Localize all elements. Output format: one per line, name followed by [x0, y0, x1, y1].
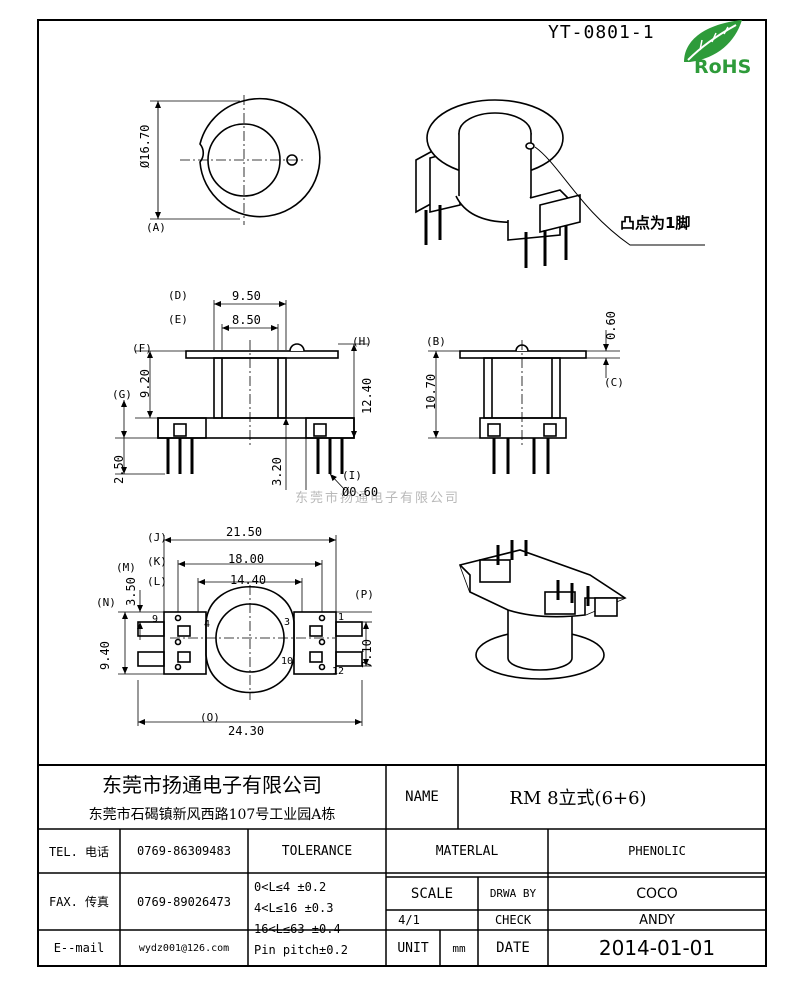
- ref-f: (F): [132, 342, 152, 355]
- ref-e: (E): [168, 313, 188, 326]
- check-label: CHECK: [494, 913, 532, 927]
- ref-m: (M): [116, 561, 136, 574]
- ref-o: (O): [200, 711, 220, 724]
- dim-h: 12.40: [360, 377, 374, 414]
- drawing-number: YT-0801-1: [548, 22, 655, 43]
- pin1-callout: 凸点为1脚: [620, 214, 691, 232]
- dim-k: 18.00: [228, 552, 265, 566]
- tel-label: TEL. 电话: [48, 844, 110, 859]
- ref-l: (L): [147, 575, 167, 588]
- tolerance-label: TOLERANCE: [281, 843, 353, 859]
- pin-label-4: 4: [204, 619, 211, 630]
- date-label: DATE: [496, 940, 530, 956]
- unit-label: UNIT: [397, 940, 429, 956]
- ref-a: (A): [146, 221, 166, 234]
- material-label: MATERLAL: [435, 843, 499, 859]
- tolerance-line-1: 0<L≤4 ±0.2: [254, 880, 327, 894]
- ref-n: (N): [96, 596, 116, 609]
- name-label: NAME: [405, 789, 439, 805]
- check-value: ANDY: [639, 912, 675, 928]
- dim-p: 7.10: [360, 639, 374, 668]
- drawn-by-label: DRWA BY: [489, 887, 537, 900]
- rohs-logo-text: RoHS: [694, 56, 752, 78]
- email-value[interactable]: wydz001@126.com: [138, 942, 230, 954]
- drawn-by-value: COCO: [636, 885, 678, 902]
- watermark: 东莞市扬通电子有限公司: [295, 491, 461, 506]
- unit-value: mm: [452, 941, 466, 955]
- bottom-view: [118, 535, 372, 726]
- title-block-grid: [38, 765, 766, 966]
- ref-d: (D): [168, 289, 188, 302]
- dim-standoff: 3.20: [270, 457, 284, 486]
- tolerance-line-2: 4<L≤16 ±0.3: [254, 901, 334, 915]
- material-value: PHENOLIC: [628, 844, 686, 858]
- ref-c: (C): [604, 376, 624, 389]
- tel-value: 0769-86309483: [137, 844, 231, 858]
- ref-i: (I): [342, 469, 362, 482]
- drawing-border: [37, 19, 767, 967]
- dim-m: 3.50: [124, 577, 138, 606]
- part-name: RM 8立式(6+6): [509, 788, 647, 809]
- fax-label: FAX. 传真: [48, 895, 110, 909]
- top-view: [150, 95, 321, 225]
- fax-value: 0769-89026473: [137, 894, 231, 909]
- diameter-label: Ø16.70: [138, 124, 152, 168]
- tolerance-line-4: Pin pitch±0.2: [254, 943, 348, 957]
- scale-label: SCALE: [410, 885, 454, 902]
- dim-pin-diameter: Ø0.60: [342, 485, 379, 499]
- ref-b: (B): [426, 335, 446, 348]
- rohs-logo: [684, 20, 742, 62]
- pin-label-1: 1: [338, 612, 345, 623]
- dim-n: 9.40: [98, 641, 112, 670]
- company-name: 东莞市扬通电子有限公司: [102, 772, 322, 797]
- pin-label-9: 9: [152, 614, 159, 625]
- dim-e: 8.50: [232, 313, 261, 327]
- dim-flange-thickness: 0.60: [604, 311, 618, 340]
- dim-g: 9.20: [138, 369, 152, 398]
- dim-d: 9.50: [232, 289, 261, 303]
- ref-j: (J): [147, 531, 167, 544]
- date-value: 2014-01-01: [598, 936, 716, 960]
- ref-p: (P): [354, 588, 374, 601]
- front-view: [115, 300, 368, 491]
- company-address: 东莞市石碣镇新风西路107号工业园A栋: [88, 807, 336, 823]
- email-label: E--mail: [53, 941, 105, 955]
- dim-j: 21.50: [226, 525, 263, 539]
- ref-h: (H): [352, 335, 372, 348]
- dim-b: 10.70: [424, 373, 438, 410]
- scale-value: 4/1: [398, 913, 420, 927]
- ref-g: (G): [112, 388, 132, 401]
- dim-pin-length: 2.50: [112, 455, 126, 484]
- side-view: [428, 330, 620, 474]
- dim-l: 14.40: [230, 573, 267, 587]
- ref-k: (K): [147, 555, 167, 568]
- dim-o: 24.30: [228, 724, 265, 738]
- pin-label-3: 3: [284, 617, 291, 628]
- isometric-view-top: [415, 99, 705, 268]
- pin-label-10: 10: [281, 656, 294, 667]
- pin-label-12: 12: [332, 666, 345, 677]
- tolerance-line-3: 16<L≤63 ±0.4: [254, 922, 341, 936]
- isometric-view-bottom: [458, 540, 627, 680]
